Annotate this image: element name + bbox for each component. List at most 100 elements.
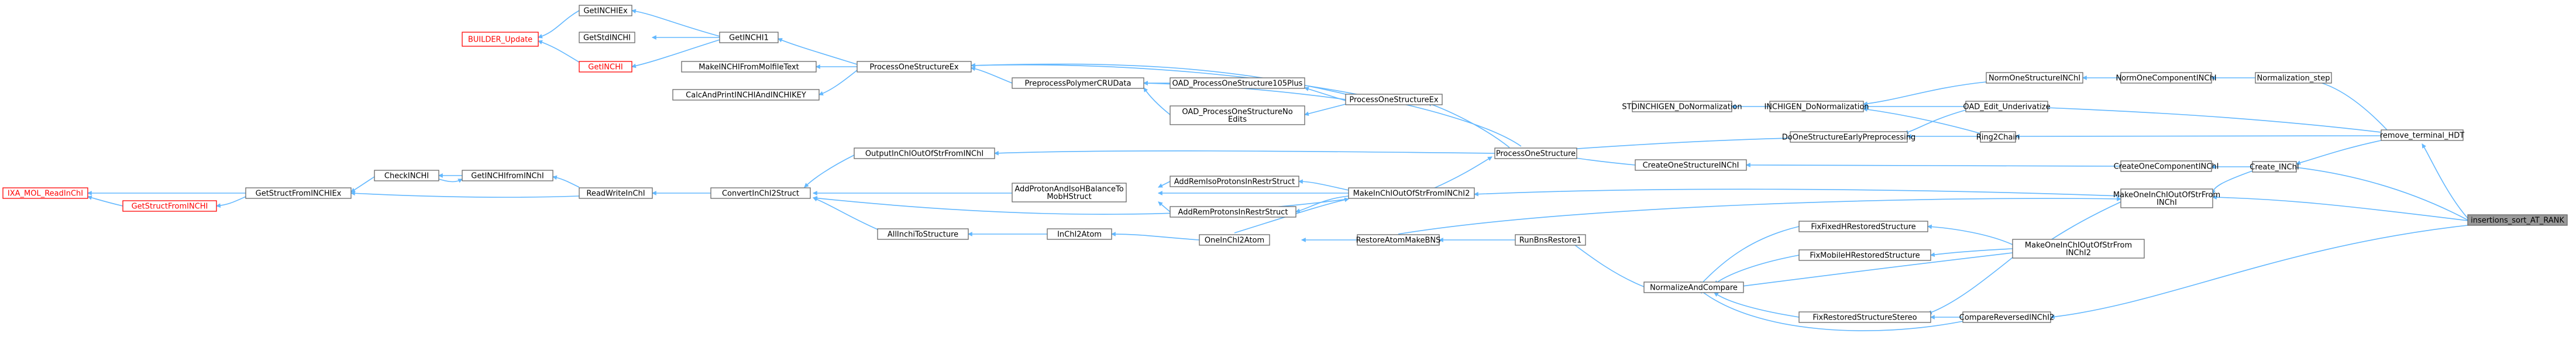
node-inchi2atom[interactable]: InChI2Atom <box>1047 228 1112 240</box>
node-makeinchi[interactable]: MakeInChIOutOfStrFromINChI2 <box>1348 187 1475 199</box>
node-restore[interactable]: RestoreAtomMakeBNS <box>1356 234 1441 246</box>
node-iaxmol[interactable]: IXA_MOL_ReadInChI <box>2 187 88 199</box>
edge-procone-procstruct <box>971 64 1522 147</box>
edge-makeone2-fixstereo <box>1927 257 2013 314</box>
node-output[interactable]: OutputInChIOutOfStrFromINChI <box>854 147 995 159</box>
arrowhead <box>804 183 809 188</box>
edge-normone-inchigen <box>1863 81 1987 105</box>
arrowhead <box>993 150 999 156</box>
node-box <box>1643 281 1744 293</box>
node-normone[interactable]: NormOneStructureINChI <box>1986 72 2083 84</box>
node-label: GetINCHI1 <box>729 34 769 43</box>
node-label: Normalization_step <box>2257 74 2330 83</box>
node-addremisoprot[interactable]: AddRemIsoProtonsInRestrStruct <box>1170 176 1299 187</box>
node-label: Create_INChI <box>2250 163 2299 172</box>
arrowhead <box>1927 224 1932 229</box>
edge-makeinchi-procone <box>1433 156 1492 189</box>
node-norm[interactable]: NormalizeAndCompare <box>1643 281 1744 293</box>
edge-preproc-procstruct <box>971 67 1013 84</box>
edge-fixfixed-norm <box>1699 226 1800 286</box>
edge-target-makeone <box>2212 197 2468 221</box>
node-box <box>877 228 969 240</box>
node-box <box>2012 239 2145 259</box>
edge-makeinchi-addremiso <box>1298 181 1349 191</box>
node-box <box>2381 129 2464 141</box>
node-convert[interactable]: ConvertInChI2Struct <box>710 187 811 199</box>
arrowhead <box>2014 134 2020 139</box>
node-target[interactable]: insertions_sort_AT_RANK <box>2467 214 2568 226</box>
node-runbns[interactable]: RunBnsRestore1 <box>1515 234 1586 246</box>
arrowhead <box>215 203 221 208</box>
node-preproc[interactable]: PreprocessPolymerCRUData <box>1012 77 1144 89</box>
node-addremprot[interactable]: AddRemProtonsInRestrStruct <box>1170 206 1296 218</box>
node-readwrite[interactable]: ReadWriteInChI <box>579 187 653 199</box>
node-checkinchi[interactable]: CheckINCHI <box>374 170 439 181</box>
edge-procone-output <box>994 150 1495 154</box>
node-ring2chain[interactable]: Ring2Chain <box>1976 131 2020 143</box>
node-label: INCHIGEN_DoNormalization <box>1764 103 1869 112</box>
arrowhead <box>2210 75 2216 80</box>
node-label: OAD_ProcessOneStructure105Plus <box>1172 80 1303 88</box>
node-doone[interactable]: DoOneStructureEarlyPreprocessing <box>1782 131 1915 143</box>
node-box <box>2467 214 2568 226</box>
node-label: InChI2Atom <box>1057 231 1102 239</box>
arrowhead <box>2117 197 2122 201</box>
node-label: AddRemProtonsInRestrStruct <box>1178 208 1288 217</box>
node-box <box>854 147 995 159</box>
node-procone[interactable]: ProcessOneStructure <box>1494 147 1577 159</box>
node-getinchi1[interactable]: GetINCHI1 <box>719 32 779 43</box>
node-calcprint[interactable]: CalcAndPrintINCHIAndINCHIKEY <box>672 89 820 101</box>
node-createinchi[interactable]: Create_INChI <box>2250 161 2299 173</box>
node-box <box>2120 188 2213 208</box>
node-oad105[interactable]: OAD_ProcessOneStructure105Plus <box>1170 77 1305 89</box>
node-label: GetStructFromINCHIEx <box>256 190 342 198</box>
node-fixmobile[interactable]: FixMobileHRestoredStructure <box>1798 249 1931 261</box>
edge-makeone-makeinchi <box>1474 188 2121 197</box>
node-fixstereo[interactable]: FixRestoredStructureStereo <box>1798 311 1931 323</box>
node-getstruct[interactable]: GetStructFromINCHI <box>122 200 217 212</box>
node-removehdt[interactable]: remove_terminal_HDT <box>2380 129 2464 141</box>
node-procstruct[interactable]: ProcessOneStructureEx <box>857 61 972 73</box>
arrowhead <box>651 35 656 40</box>
node-stdinchigen[interactable]: STDINCHIGEN_DoNormalization <box>1622 101 1742 112</box>
edge-makeone2-fixmobile <box>1930 248 2013 256</box>
node-allinchi[interactable]: AllInchiToStructure <box>877 228 969 240</box>
node-box <box>710 187 811 199</box>
edge-onechi-inchi2atom <box>1111 233 1200 241</box>
edge-readwrite-getinchifrom <box>552 176 580 188</box>
node-box <box>2255 72 2332 84</box>
node-getinchifrom[interactable]: GetINCHIfromINChI <box>462 170 553 181</box>
node-procex[interactable]: ProcessOneStructureEx <box>1345 94 1443 105</box>
node-comprev[interactable]: CompareReversedINChI2 <box>1959 311 2054 323</box>
arrowhead <box>777 38 783 43</box>
node-inchigen[interactable]: INCHIGEN_DoNormalization <box>1764 101 1869 112</box>
node-getinchiex[interactable]: GetINCHIEx <box>579 5 632 16</box>
node-onechi[interactable]: OneInChI2Atom <box>1199 234 1270 246</box>
node-box <box>1790 131 1908 143</box>
node-fixfixed[interactable]: FixFixedHRestoredStructure <box>1798 221 1928 232</box>
edge-norm-runbns <box>1567 239 1645 287</box>
node-label: ProcessOneStructureEx <box>1349 96 1438 105</box>
arrowhead <box>1745 163 1750 167</box>
node-normstep[interactable]: Normalization_step <box>2255 72 2332 84</box>
arrowhead <box>1862 104 1867 109</box>
node-createstruct[interactable]: CreateOneStructureINChI <box>1635 159 1747 171</box>
node-getstdinchi[interactable]: GetStdINCHI <box>579 32 635 43</box>
node-oadedit[interactable]: OAD_Edit_Underivatize <box>1963 101 2051 112</box>
node-getinchi[interactable]: GetINCHI <box>579 61 632 73</box>
node-box <box>1199 234 1270 246</box>
edge-comprev-norm <box>1699 289 1966 331</box>
arrowhead <box>1930 315 1935 320</box>
node-normcomp[interactable]: NormOneComponentINChI <box>2116 72 2217 84</box>
node-makemolfile[interactable]: MakeINCHIFromMolfileText <box>681 61 817 73</box>
edge-target-comprev <box>2050 225 2468 318</box>
node-getstructfromchi[interactable]: GetStructFromINCHIEx <box>245 187 352 199</box>
node-builder[interactable]: BUILDER_Update <box>462 32 539 47</box>
node-createone[interactable]: CreateOneComponentINChI <box>2114 160 2219 172</box>
